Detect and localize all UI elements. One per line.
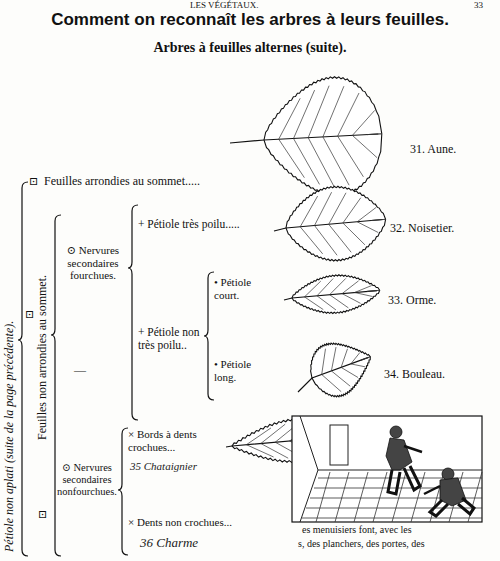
species-name: 34. Bouleau.	[384, 368, 445, 382]
key-choice: + Pétiole très poilu.....	[138, 218, 240, 231]
page-number: 33	[474, 0, 483, 10]
key-symbol: ⊡	[29, 175, 38, 188]
key-choice: × Bords à dents crochues...	[128, 428, 224, 453]
key-choice: • Pétiole court.	[214, 276, 268, 301]
page-title: Comment on reconnaît les arbres à leurs …	[0, 10, 500, 30]
leaf-illustrations	[226, 77, 386, 463]
key-symbol: ⊡	[38, 508, 47, 521]
handwritten-note: 35 Chataignier	[130, 460, 197, 473]
key-choice: + Pétiole non très poilu..	[138, 326, 204, 352]
body-text: es menuisiers font, avec les	[302, 524, 412, 536]
key-choice: Feuilles arrondies au sommet.....	[44, 175, 200, 189]
body-text: s, des planchers, des portes, des	[298, 538, 425, 550]
key-choice: Feuilles non arrondies au sommet.	[36, 275, 50, 440]
key-symbol: ⊡	[25, 308, 34, 321]
key-choice: × Dents non crochues...	[128, 516, 232, 529]
species-name: 33. Orme.	[388, 294, 436, 308]
subtitle: Arbres à feuilles alternes (suite).	[0, 40, 500, 56]
key-choice: ⊙ Nervures secondaires nonfourchues.	[56, 462, 118, 498]
key-choice: • Pétiole long.	[214, 358, 268, 383]
handwritten-note: 36 Charme	[140, 536, 198, 551]
species-name: 32. Noisetier.	[390, 222, 454, 236]
species-name: 31. Aune.	[410, 143, 456, 157]
running-head: LES VÉGÉTAUX.	[190, 0, 259, 10]
key-dash: —	[74, 364, 86, 378]
key-heading: Pétiole non aplati (suite de la page pré…	[3, 321, 17, 552]
key-choice: ⊙ Nervures secondaires fourchues.	[61, 244, 125, 282]
workshop-scene	[292, 416, 482, 522]
key-braces	[18, 182, 214, 556]
